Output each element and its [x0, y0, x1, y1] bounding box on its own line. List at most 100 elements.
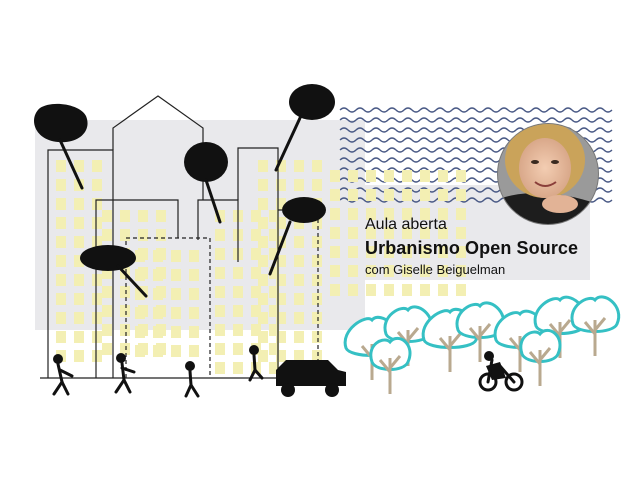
window [258, 312, 268, 324]
window [56, 160, 66, 172]
window [312, 236, 322, 248]
window [120, 229, 130, 241]
window [56, 217, 66, 229]
building-right-tower [237, 147, 279, 378]
window [215, 286, 225, 298]
pedestrian-4 [248, 345, 264, 382]
window [135, 288, 145, 300]
window [348, 189, 358, 201]
window [366, 227, 376, 239]
window [294, 293, 304, 305]
window [330, 284, 340, 296]
window [348, 227, 358, 239]
window [276, 198, 286, 210]
window [258, 255, 268, 267]
window [251, 229, 261, 241]
window [384, 284, 394, 296]
window [420, 189, 430, 201]
window [233, 267, 243, 279]
window [330, 227, 340, 239]
window [402, 208, 412, 220]
window [233, 324, 243, 336]
pedestrian-2 [114, 353, 136, 394]
window [312, 179, 322, 191]
window [56, 331, 66, 343]
window [135, 345, 145, 357]
window [438, 208, 448, 220]
window [92, 179, 102, 191]
window [215, 267, 225, 279]
window [276, 217, 286, 229]
window [330, 170, 340, 182]
window [258, 350, 268, 362]
window [138, 210, 148, 222]
window [120, 210, 130, 222]
window [56, 274, 66, 286]
window [312, 274, 322, 286]
window [102, 305, 112, 317]
window [74, 217, 84, 229]
window [251, 248, 261, 260]
window [156, 210, 166, 222]
window [456, 227, 466, 239]
window [251, 267, 261, 279]
window [276, 274, 286, 286]
window [92, 236, 102, 248]
window [294, 350, 304, 362]
window [269, 286, 279, 298]
window [330, 208, 340, 220]
window [102, 343, 112, 355]
window [56, 312, 66, 324]
window [258, 331, 268, 343]
window [258, 236, 268, 248]
window [102, 286, 112, 298]
window [189, 269, 199, 281]
window [56, 179, 66, 191]
window [153, 345, 163, 357]
window [312, 350, 322, 362]
window [330, 246, 340, 258]
window [269, 229, 279, 241]
window [215, 229, 225, 241]
window [269, 305, 279, 317]
window [189, 326, 199, 338]
balloon-4 [268, 197, 326, 276]
window [330, 265, 340, 277]
window [74, 160, 84, 172]
window [74, 350, 84, 362]
window [74, 312, 84, 324]
cyclist [478, 351, 524, 392]
building-dashed [125, 237, 211, 378]
window [171, 307, 181, 319]
window [251, 305, 261, 317]
window [294, 179, 304, 191]
balloon-1 [34, 103, 88, 190]
window [153, 250, 163, 262]
wave-line [339, 107, 613, 113]
window [56, 198, 66, 210]
window [456, 170, 466, 182]
pedestrian-1 [52, 354, 74, 396]
window [276, 331, 286, 343]
window [366, 189, 376, 201]
window [456, 284, 466, 296]
window [171, 269, 181, 281]
tree [369, 336, 412, 394]
window [102, 210, 112, 222]
pedestrian-3 [184, 361, 200, 398]
window [74, 255, 84, 267]
window [276, 255, 286, 267]
window [102, 267, 112, 279]
pedestrians [52, 345, 264, 398]
balloon-2 [184, 142, 228, 224]
tree [455, 301, 506, 362]
window [456, 265, 466, 277]
window [153, 288, 163, 300]
tree [570, 295, 621, 356]
window [102, 324, 112, 336]
window [384, 227, 394, 239]
window [384, 208, 394, 220]
window [153, 307, 163, 319]
window [189, 250, 199, 262]
window [120, 343, 130, 355]
